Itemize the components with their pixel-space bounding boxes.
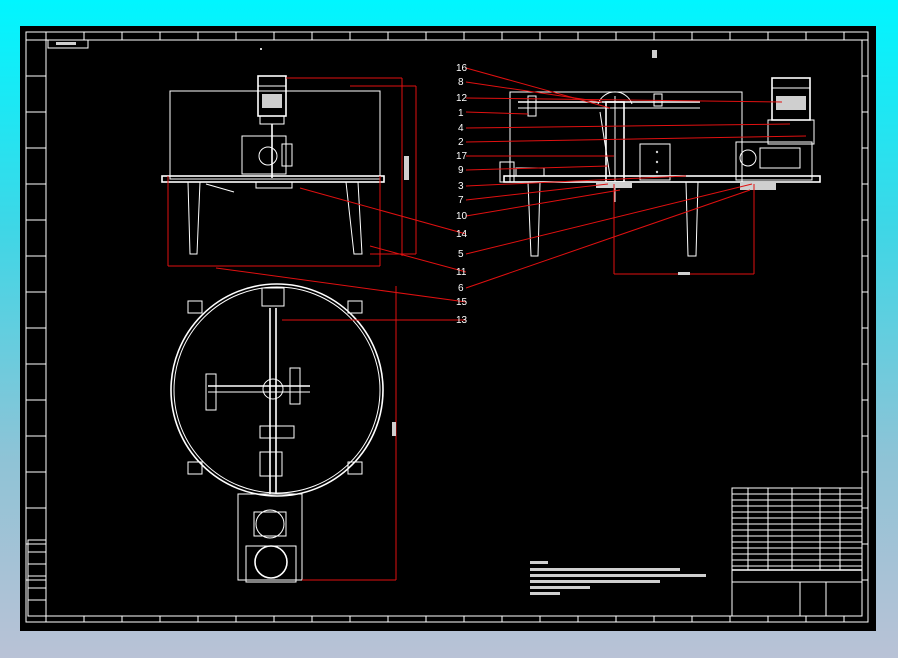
part-label: 1 bbox=[458, 108, 464, 119]
drawing-sheet[interactable]: 16 8 12 1 4 2 17 9 3 7 10 14 5 11 6 15 1… bbox=[20, 26, 876, 631]
drawing-number-glyph bbox=[56, 42, 76, 45]
part-label: 4 bbox=[458, 123, 464, 134]
part-label: 5 bbox=[458, 249, 464, 260]
drawing-number-box bbox=[47, 39, 89, 49]
part-label: 10 bbox=[456, 211, 468, 222]
part-labels-center: 14 5 11 6 15 13 bbox=[456, 229, 468, 326]
part-label: 11 bbox=[456, 267, 467, 278]
side-view bbox=[499, 50, 821, 275]
part-label: 12 bbox=[456, 93, 468, 104]
border-grid-ticks bbox=[26, 32, 868, 622]
part-label: 9 bbox=[458, 165, 464, 176]
part-label: 7 bbox=[458, 195, 464, 206]
part-label: 2 bbox=[458, 137, 464, 148]
part-label: 13 bbox=[456, 315, 468, 326]
leader-lines bbox=[215, 67, 807, 321]
part-label: 16 bbox=[456, 63, 468, 74]
part-label: 15 bbox=[456, 297, 468, 308]
part-label: 8 bbox=[458, 77, 464, 88]
cad-drawing: 16 8 12 1 4 2 17 9 3 7 10 14 5 11 6 15 1… bbox=[25, 31, 869, 623]
revision-table bbox=[27, 539, 47, 617]
front-view bbox=[161, 48, 417, 267]
part-label: 17 bbox=[456, 151, 468, 162]
part-label: 6 bbox=[458, 283, 464, 294]
top-view bbox=[170, 283, 460, 583]
technical-notes bbox=[530, 561, 706, 595]
outer-border bbox=[25, 31, 869, 623]
title-block bbox=[731, 487, 863, 617]
part-label: 3 bbox=[458, 181, 464, 192]
part-labels-right: 16 8 12 1 4 2 17 9 3 7 10 bbox=[456, 63, 468, 222]
part-label: 14 bbox=[456, 229, 468, 240]
